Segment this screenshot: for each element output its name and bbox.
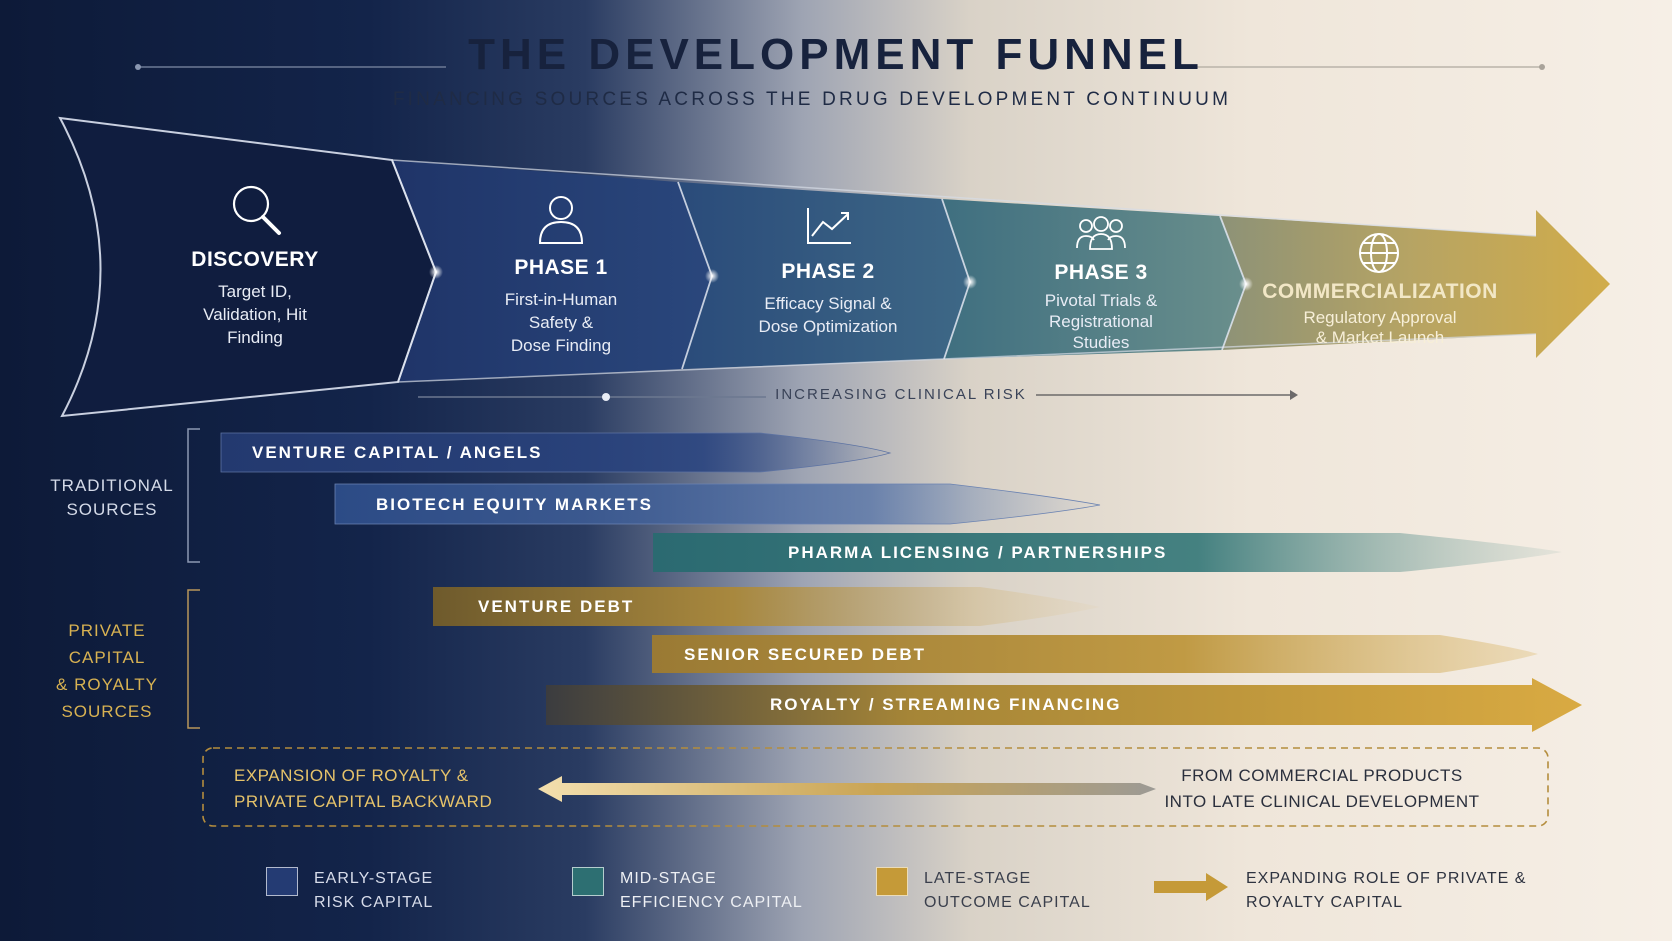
expansion-left-text: EXPANSION OF ROYALTY & PRIVATE CAPITAL B…: [234, 763, 492, 815]
bar-pharma-licensing: [653, 533, 1562, 572]
stage-description: Efficacy Signal & Dose Optimization: [730, 292, 926, 338]
legend-text: EXPANDING ROLE OF PRIVATE & ROYALTY CAPI…: [1246, 867, 1526, 915]
stage-description: First-in-Human Safety & Dose Finding: [470, 288, 652, 357]
funnel-outline: [391, 159, 1537, 383]
stage-title: PHASE 1: [514, 256, 608, 279]
stage-desc-line: First-in-Human: [504, 290, 618, 309]
group-label-line: SOURCES: [66, 500, 158, 519]
private-bracket: [187, 589, 200, 729]
stage-title: PHASE 2: [781, 260, 875, 283]
legend-line: ROYALTY CAPITAL: [1246, 894, 1403, 911]
legend-line: RISK CAPITAL: [314, 894, 434, 911]
bar-label-venture-debt: VENTURE DEBT: [478, 597, 635, 616]
legend-line: EARLY-STAGE: [314, 870, 434, 887]
line-chart-icon: [807, 208, 851, 244]
header-rule-right: [1188, 64, 1545, 70]
funnel-segment-commercialization: [1220, 210, 1610, 358]
legend-swatch: [572, 867, 604, 896]
stage-desc-line: Finding: [227, 328, 283, 347]
bar-label-senior-secured-debt: SENIOR SECURED DEBT: [684, 645, 927, 664]
legend-mid-stage: MID-STAGE EFFICIENCY CAPITAL: [572, 867, 822, 915]
legend-line: MID-STAGE: [620, 870, 717, 887]
funnel-segment-phase3: [942, 199, 1246, 359]
group-label-line: TRADITIONAL: [50, 476, 174, 495]
page-title: THE DEVELOPMENT FUNNEL: [468, 30, 1204, 79]
group-label-private: PRIVATE CAPITAL & ROYALTY SOURCES: [28, 617, 186, 725]
bar-royalty-streaming: [546, 678, 1582, 732]
expansion-line: FROM COMMERCIAL PRODUCTS: [1181, 766, 1463, 785]
stage-desc-line: Dose Finding: [510, 336, 612, 355]
expansion-box: [202, 747, 1549, 827]
stage-desc-line: Registrational: [1049, 312, 1153, 331]
bar-venture-capital: [220, 432, 892, 473]
stage-desc-line: Regulatory Approval: [1303, 308, 1457, 327]
stage-phase-3: PHASE 3 Pivotal Trials & Registrational …: [1006, 261, 1196, 353]
divider-glow-points: [429, 265, 1253, 291]
legend-text: MID-STAGE EFFICIENCY CAPITAL: [620, 867, 803, 915]
page-subtitle: FINANCING SOURCES ACROSS THE DRUG DEVELO…: [392, 89, 1232, 110]
stage-desc-line: Safety &: [528, 313, 594, 332]
legend-expanding-role: EXPANDING ROLE OF PRIVATE & ROYALTY CAPI…: [1246, 867, 1546, 915]
stage-discovery: DISCOVERY Target ID, Validation, Hit Fin…: [160, 248, 350, 349]
stage-title: DISCOVERY: [191, 248, 319, 271]
group-label-line: & ROYALTY: [56, 675, 158, 694]
stage-desc-line: Target ID,: [218, 282, 292, 301]
bar-biotech-equity: [334, 483, 1101, 525]
arrow-right-icon: [1154, 873, 1228, 901]
stage-phase-1: PHASE 1 First-in-Human Safety & Dose Fin…: [470, 256, 652, 357]
people-group-icon: [1076, 216, 1126, 250]
stage-title: PHASE 3: [1054, 261, 1148, 284]
legend-line: LATE-STAGE: [924, 870, 1032, 887]
stage-title: COMMERCIALIZATION: [1262, 280, 1498, 303]
legend-line: EFFICIENCY CAPITAL: [620, 894, 803, 911]
legend-line: OUTCOME CAPITAL: [924, 894, 1091, 911]
legend-swatch: [876, 867, 908, 896]
bar-senior-secured-debt: [652, 635, 1538, 673]
legend-text: EARLY-STAGE RISK CAPITAL: [314, 867, 433, 915]
stage-desc-line: Validation, Hit: [203, 305, 307, 324]
bar-venture-debt: [433, 587, 1100, 626]
expansion-right-text: FROM COMMERCIAL PRODUCTS INTO LATE CLINI…: [1134, 763, 1510, 815]
bar-label-pharma-licensing: PHARMA LICENSING / PARTNERSHIPS: [788, 543, 1168, 562]
stage-desc-line: Dose Optimization: [758, 317, 898, 336]
stage-phase-2: PHASE 2 Efficacy Signal & Dose Optimizat…: [730, 260, 926, 338]
legend-early-stage: EARLY-STAGE RISK CAPITAL: [266, 867, 506, 915]
bar-label-royalty-streaming: ROYALTY / STREAMING FINANCING: [770, 695, 1122, 714]
stage-description: Regulatory Approval & Market Launch: [1262, 308, 1498, 348]
backward-expansion-arrow: [538, 776, 1156, 802]
globe-icon: [1359, 233, 1399, 273]
expansion-line: EXPANSION OF ROYALTY &: [234, 766, 469, 785]
magnifier-icon: [232, 185, 281, 235]
clinical-risk-label: INCREASING CLINICAL RISK: [775, 386, 1027, 403]
stage-description: Pivotal Trials & Registrational Studies: [1006, 290, 1196, 353]
group-label-line: SOURCES: [61, 702, 153, 721]
funnel-segment-discovery: [58, 116, 438, 418]
header-rule-left: [135, 64, 446, 70]
funnel-segment-phase1: [392, 160, 712, 382]
bar-label-biotech-equity: BIOTECH EQUITY MARKETS: [376, 495, 653, 514]
stage-desc-line: Pivotal Trials &: [1044, 291, 1158, 310]
stage-description: Target ID, Validation, Hit Finding: [160, 280, 350, 349]
stage-desc-line: Studies: [1072, 333, 1130, 352]
expansion-line: INTO LATE CLINICAL DEVELOPMENT: [1164, 792, 1480, 811]
stage-desc-line: Efficacy Signal &: [764, 294, 892, 313]
funnel-segment-phase2: [678, 182, 970, 369]
legend-line: EXPANDING ROLE OF PRIVATE &: [1246, 870, 1527, 887]
group-label-traditional: TRADITIONAL SOURCES: [40, 474, 184, 522]
stage-commercialization: COMMERCIALIZATION Regulatory Approval & …: [1262, 280, 1498, 348]
person-icon: [538, 196, 584, 244]
clinical-risk-arrow: [418, 390, 1298, 401]
legend-late-stage: LATE-STAGE OUTCOME CAPITAL: [876, 867, 1116, 915]
bar-label-venture-capital: VENTURE CAPITAL / ANGELS: [252, 443, 543, 462]
group-label-line: PRIVATE CAPITAL: [68, 621, 146, 667]
traditional-bracket: [187, 428, 200, 563]
legend-swatch: [266, 867, 298, 896]
legend-text: LATE-STAGE OUTCOME CAPITAL: [924, 867, 1091, 915]
stage-desc-line: & Market Launch: [1315, 328, 1445, 347]
expansion-line: PRIVATE CAPITAL BACKWARD: [234, 792, 493, 811]
